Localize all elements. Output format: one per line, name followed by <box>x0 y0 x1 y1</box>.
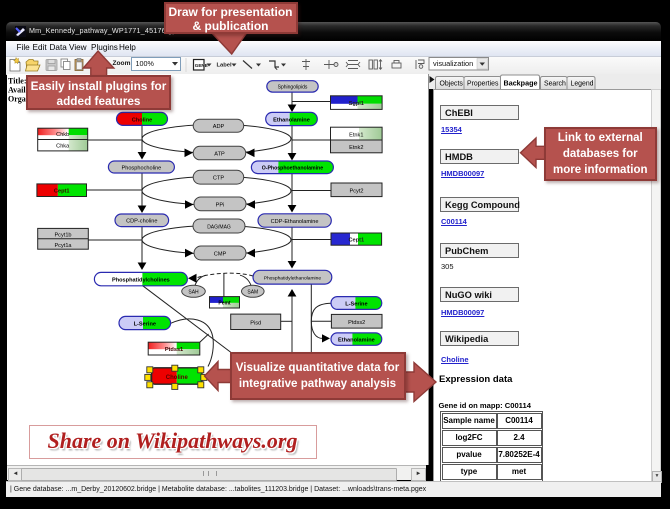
svg-text:Etnk1: Etnk1 <box>349 133 363 139</box>
svg-text:L-Serine: L-Serine <box>134 321 156 327</box>
svg-text:Pcyt2: Pcyt2 <box>350 189 364 195</box>
svg-text:Phosphatidylethanolamine: Phosphatidylethanolamine <box>264 276 322 282</box>
svg-text:Zoom:: Zoom: <box>113 60 133 67</box>
svg-text:Ethanolamine: Ethanolamine <box>338 337 375 343</box>
svg-text:ADP: ADP <box>213 124 225 130</box>
svg-text:Ptdss2: Ptdss2 <box>348 320 365 326</box>
svg-text:CDP-choline: CDP-choline <box>126 219 157 225</box>
svg-text:Pcyt1b: Pcyt1b <box>54 233 71 239</box>
svg-text:CTP: CTP <box>213 176 224 182</box>
svg-text:visualization: visualization <box>433 59 473 68</box>
svg-text:CMP: CMP <box>214 252 227 258</box>
svg-text:Organi: Organi <box>8 95 33 104</box>
svg-text:Legend: Legend <box>571 81 594 88</box>
svg-text:DAG/MAG: DAG/MAG <box>207 225 231 231</box>
svg-text:PPi: PPi <box>216 202 225 208</box>
svg-text:Ethanolamine: Ethanolamine <box>273 118 310 124</box>
svg-text:L-Serine: L-Serine <box>345 301 367 307</box>
svg-text:Sphingolipids: Sphingolipids <box>278 85 308 91</box>
svg-text:Availab: Availab <box>8 86 35 95</box>
svg-text:Choline: Choline <box>166 375 189 381</box>
svg-text:Chka: Chka <box>56 144 70 150</box>
svg-text:SAM: SAM <box>247 290 258 296</box>
svg-text:Backpage: Backpage <box>504 79 538 88</box>
svg-text:Properties: Properties <box>467 81 499 88</box>
svg-text:Pcyt1a: Pcyt1a <box>54 243 72 249</box>
svg-text:Ptdss1: Ptdss1 <box>165 347 183 353</box>
svg-text:Phosphocholine: Phosphocholine <box>121 166 161 172</box>
svg-text:Cept1: Cept1 <box>349 238 365 244</box>
svg-text:Title:: Title: <box>8 77 27 86</box>
svg-text:Choline: Choline <box>132 118 153 124</box>
svg-text:100%: 100% <box>136 59 155 68</box>
svg-text:Search: Search <box>544 81 566 88</box>
svg-text:Sgpl1: Sgpl1 <box>349 101 364 107</box>
svg-text:SAH: SAH <box>188 290 199 296</box>
svg-text:Objects: Objects <box>440 81 464 88</box>
svg-text:Chkb: Chkb <box>56 132 69 138</box>
svg-text:Cept1: Cept1 <box>54 189 70 195</box>
svg-text:Phosphatidylcholines: Phosphatidylcholines <box>112 278 170 284</box>
svg-text:Etnk2: Etnk2 <box>349 145 363 151</box>
svg-text:ATP: ATP <box>214 152 225 158</box>
svg-text:Label: Label <box>217 63 233 69</box>
svg-text:Pisd: Pisd <box>250 321 261 327</box>
svg-text:Pemt: Pemt <box>218 301 231 307</box>
svg-text:GENE: GENE <box>195 63 208 68</box>
svg-text:O-Phosphoethanolamine: O-Phosphoethanolamine <box>262 166 324 172</box>
svg-text:CDP-Ethanolamine: CDP-Ethanolamine <box>271 219 319 225</box>
